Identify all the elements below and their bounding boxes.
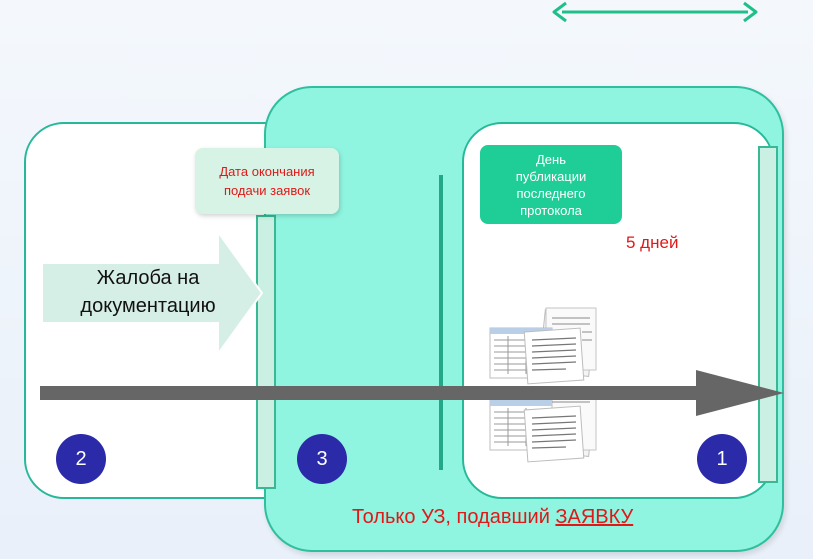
bottom-caption: Только УЗ, подавший ЗАЯВКУ	[352, 506, 633, 529]
stage-3-badge: 3	[297, 434, 347, 484]
double-arrow-icon	[552, 1, 758, 23]
protocol-publication-box: День публикации последнего протокола	[480, 145, 622, 224]
publication-line-4: протокола	[520, 202, 582, 218]
deadline-line-1: Дата окончания	[219, 164, 315, 179]
publication-line-2: публикации	[515, 168, 587, 184]
publication-line-3: последнего	[516, 185, 586, 201]
bottom-caption-underlined: ЗАЯВКУ	[555, 506, 634, 528]
complaint-arrow-icon	[41, 230, 264, 356]
five-days-label: 5 дней	[626, 233, 679, 252]
deadline-bar	[256, 215, 276, 489]
stage-1-badge: 1	[697, 434, 747, 484]
complaint-line-2: документацию	[80, 295, 216, 317]
publication-line-1: День	[535, 151, 566, 167]
complaint-line-1: Жалоба на	[96, 267, 200, 289]
timeline-arrow-icon	[40, 370, 784, 416]
stage-2-badge: 2	[56, 434, 106, 484]
bottom-caption-prefix: Только УЗ, подавший	[352, 506, 556, 528]
publication-bar	[758, 146, 778, 483]
stage-divider	[439, 175, 443, 470]
submission-deadline-box: Дата окончания подачи заявок	[195, 148, 339, 214]
deadline-line-2: подачи заявок	[223, 183, 311, 198]
complaint-label: Жалоба на документацию	[48, 264, 248, 320]
documents-icon	[489, 387, 597, 463]
documents-icon	[489, 307, 597, 385]
